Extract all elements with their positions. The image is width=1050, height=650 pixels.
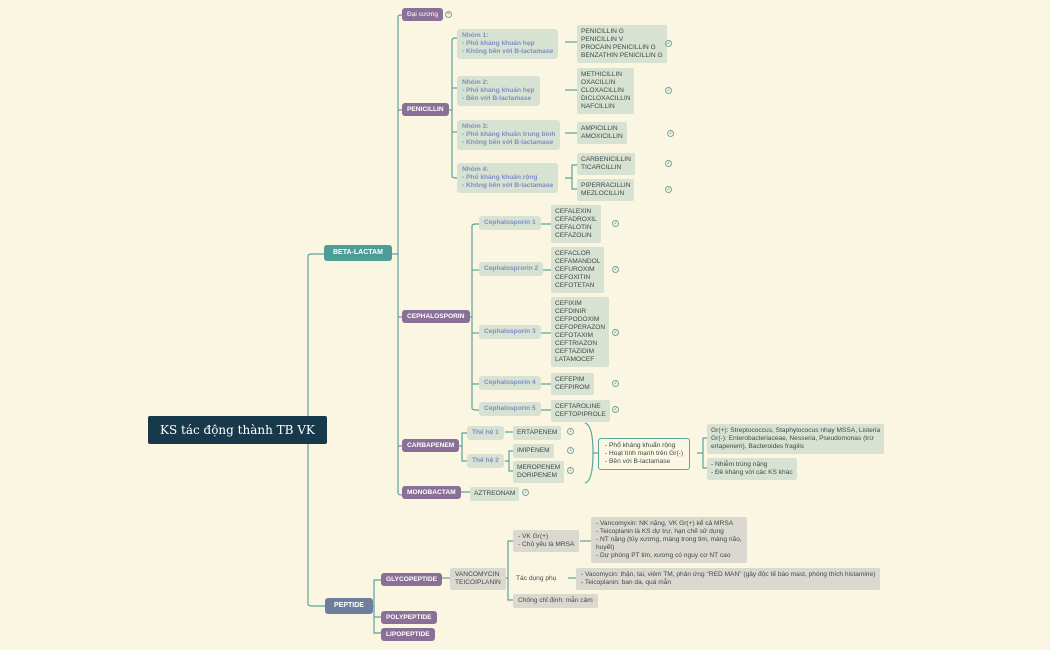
cephalosporin-drugs-5[interactable]: CEFTAROLINE CEFTOPIPROLE	[551, 400, 610, 422]
root-topic[interactable]: KS tác động thành TB VK	[148, 416, 327, 444]
cephalosporin-group-5[interactable]: Cephalosporin 5	[479, 402, 541, 416]
vk-gr-detail[interactable]: - Vancomyxin: NK nặng, VK Gr(+) kể cả MR…	[591, 517, 747, 563]
collapse-indicator-icon[interactable]: 2	[612, 266, 619, 273]
cephalosporin-group-1[interactable]: Cephalosporin 1	[479, 216, 541, 230]
vancomycin-node[interactable]: VANCOMYCIN TEICOIPLANIN	[450, 568, 506, 590]
penicillin-drugs-3[interactable]: AMPICILLIN AMOXICILLIN	[577, 122, 627, 144]
collapse-indicator-icon[interactable]: 2	[667, 130, 674, 137]
aztreonam-node[interactable]: AZTREONAM	[470, 487, 520, 501]
penicillin-drugs-5[interactable]: PIPERRACILLIN MEZLOCILLIN	[577, 179, 635, 201]
cephalosporin-group-3[interactable]: Cephalosporin 3	[479, 325, 541, 339]
monobactam-node[interactable]: MONOBACTAM	[402, 486, 461, 499]
carbapenem-indication[interactable]: - Nhiễm trùng nặng - Đề kháng với các KS…	[707, 458, 797, 480]
collapse-indicator-icon[interactable]: 2	[665, 87, 672, 94]
penicillin-group-1[interactable]: Nhóm 1: - Phổ kháng khuẩn hẹp - Không bề…	[457, 29, 559, 59]
dai-cuong-node[interactable]: Đại cương	[402, 8, 444, 21]
collapse-indicator-icon[interactable]: 2	[665, 186, 672, 193]
penicillin-group-3[interactable]: Nhóm 3: - Phổ kháng khuẩn trung bình - K…	[457, 120, 561, 150]
collapse-indicator-icon[interactable]: 2	[665, 160, 672, 167]
penicillin-drugs-1[interactable]: PENICILLIN G PENICILLIN V PROCAIN PENICI…	[577, 25, 667, 63]
lipopeptide-node[interactable]: LIPOPEPTIDE	[381, 628, 435, 641]
collapse-indicator-icon[interactable]: 2	[612, 220, 619, 227]
carbapenem-node[interactable]: CARBAPENEM	[402, 439, 460, 452]
cephalosporin-drugs-2[interactable]: CEFACLOR CEFAMANDOL CEFUROXIM CEFOXITIN …	[551, 247, 605, 293]
chong-chi-dinh-node[interactable]: Chống chỉ định: mẫn cảm	[513, 594, 598, 608]
penicillin-group-4[interactable]: Nhóm 4: - Phổ kháng khuẩn rộng - Không b…	[457, 163, 559, 193]
cephalosporin-drugs-4[interactable]: CEFEPIM CEFPIROM	[551, 373, 594, 395]
penicillin-drugs-4[interactable]: CARBENICILLIN TICARCILLIN	[577, 153, 635, 175]
carbapenem-spectrum[interactable]: Gr(+): Streptococcus, Staphylococus nhạy…	[707, 424, 885, 454]
glycopeptide-node[interactable]: GLYCOPEPTIDE	[381, 573, 443, 586]
cephalosporin-drugs-1[interactable]: CEFALEXIN CEFADROXIL CEFALOTIN CEFAZOLIN	[551, 205, 601, 243]
peptide-node[interactable]: PEPTIDE	[325, 598, 373, 614]
penicillin-node[interactable]: PENICILLIN	[402, 103, 449, 116]
collapse-indicator-icon[interactable]: 2	[522, 489, 529, 496]
collapse-indicator-icon[interactable]: 1	[567, 428, 574, 435]
beta-lactam-node[interactable]: BETA-LACTAM	[324, 245, 392, 261]
penicillin-group-2[interactable]: Nhóm 2: - Phổ kháng khuẩn hẹp - Bền với …	[457, 76, 540, 106]
penicillin-drugs-2[interactable]: METHICILLIN OXACILLIN CLOXACILLIN DICLOX…	[577, 68, 635, 114]
cephalosporin-group-4[interactable]: Cephalosporin 4	[479, 376, 541, 390]
the-he-1-node[interactable]: Thế hệ 1	[467, 426, 504, 440]
cephalosporin-drugs-3[interactable]: CEFIXIM CEFDINIR CEFPODOXIM CEFOPERAZON …	[551, 297, 610, 367]
collapse-indicator-icon[interactable]: 2	[665, 40, 672, 47]
collapse-indicator-icon[interactable]: 1	[567, 447, 574, 454]
imipenem-node[interactable]: IMIPENEM	[513, 444, 554, 458]
collapse-indicator-icon[interactable]: 4	[445, 11, 452, 18]
collapse-indicator-icon[interactable]: 1	[567, 467, 574, 474]
cephalosporin-group-2[interactable]: Cephalosprorin 2	[479, 262, 544, 276]
ertapenem-node[interactable]: ERTAPENEM	[513, 426, 562, 440]
meropenem-node[interactable]: MEROPENEM DORIPENEM	[513, 461, 565, 483]
cephalosporin-node[interactable]: CEPHALOSPORIN	[402, 310, 470, 323]
carbapenem-properties[interactable]: - Phổ kháng khuẩn rộng - Hoạt tính mạnh …	[598, 438, 691, 470]
tac-dung-phu-detail[interactable]: - Vacomycin: thận, tai, viêm TM, phản ứn…	[576, 568, 881, 590]
polypeptide-node[interactable]: POLYPEPTIDE	[381, 611, 437, 624]
collapse-indicator-icon[interactable]: 2	[612, 329, 619, 336]
vk-gr-node[interactable]: - VK Gr(+) - Chủ yếu là MRSA	[513, 530, 580, 552]
collapse-indicator-icon[interactable]: 2	[612, 380, 619, 387]
collapse-indicator-icon[interactable]: 2	[612, 406, 619, 413]
the-he-2-node[interactable]: Thế hệ 2	[467, 454, 504, 468]
tac-dung-phu-node[interactable]: Tác dụng phụ	[516, 575, 557, 582]
